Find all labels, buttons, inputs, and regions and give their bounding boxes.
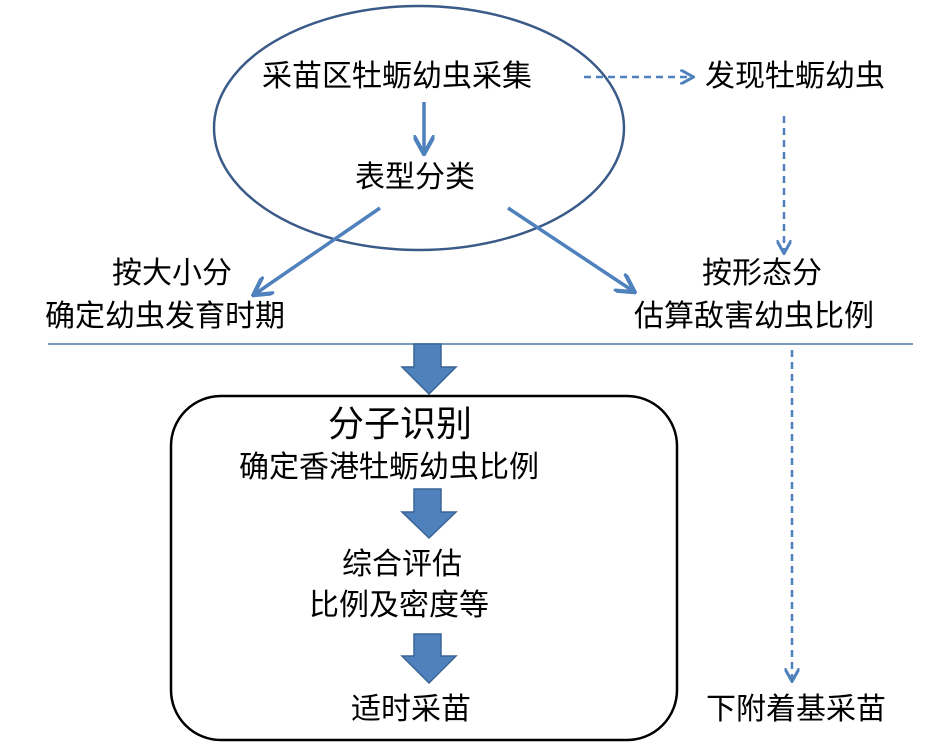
- node-timely-collection: 适时采苗: [351, 692, 471, 727]
- node-by-morphology-detail: 估算敌害幼虫比例: [634, 299, 874, 334]
- node-by-size-detail: 确定幼虫发育时期: [45, 299, 285, 334]
- node-larvae-collection: 采苗区牡蛎幼虫采集: [262, 59, 532, 94]
- node-by-morphology-title: 按形态分: [702, 256, 822, 291]
- node-comprehensive-assessment: 综合评估: [342, 547, 462, 582]
- block-arrow-down-2: [400, 488, 458, 540]
- molecular-box: [169, 394, 679, 742]
- node-molecular-detail: 确定香港牡蛎幼虫比例: [239, 450, 539, 485]
- block-arrow-down-1: [400, 343, 458, 396]
- node-molecular-identification: 分子识别: [328, 404, 473, 445]
- arrow-phenotype-to-morph: [507, 206, 633, 291]
- node-by-size-title: 按大小分: [112, 256, 232, 291]
- block-arrow-down-3: [400, 633, 458, 685]
- node-assessment-detail: 比例及密度等: [309, 588, 489, 623]
- arrow-phenotype-to-size: [255, 206, 381, 294]
- node-found-larvae: 发现牡蛎幼虫: [705, 59, 885, 94]
- node-attach-substrate: 下附着基采苗: [706, 692, 886, 727]
- node-phenotype-classification: 表型分类: [355, 160, 475, 195]
- collection-ellipse: [212, 4, 626, 252]
